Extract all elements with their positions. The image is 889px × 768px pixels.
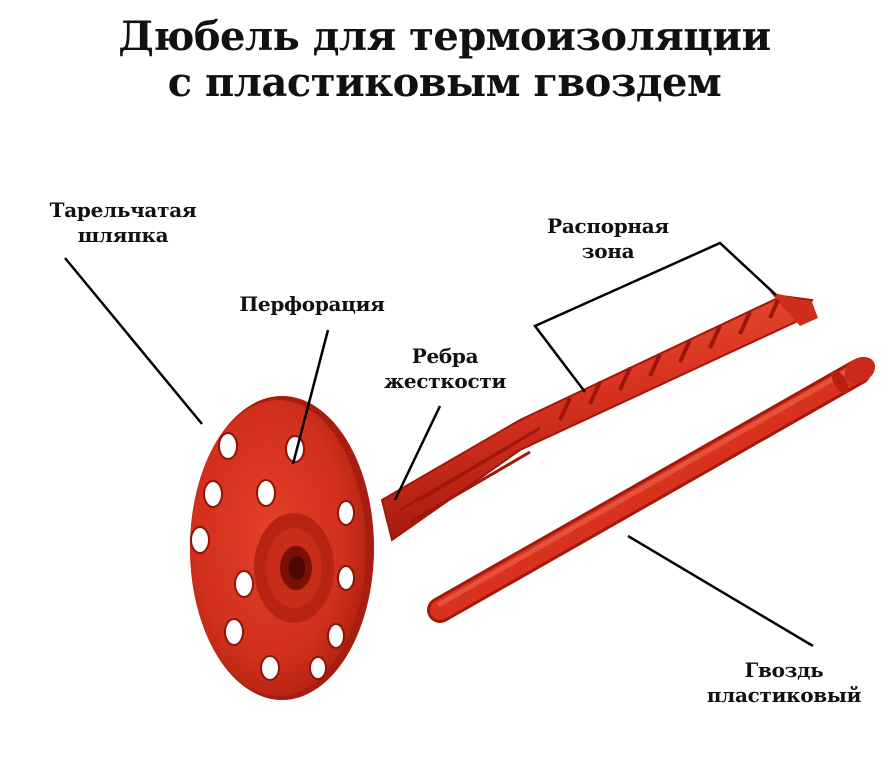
label-nail: Гвоздь пластиковый [694, 658, 874, 708]
plate-head [190, 396, 374, 700]
label-plate-head: Тарельчатая шляпка [38, 198, 208, 248]
label-perforation: Перфорация [222, 292, 402, 317]
dowel-shaft [382, 292, 818, 540]
leader-plate-head [65, 258, 202, 424]
label-ribs: Ребра жесткости [370, 344, 520, 394]
leader-lines [65, 243, 813, 646]
label-expansion-zone: Распорная зона [528, 214, 688, 264]
leader-nail [628, 536, 813, 646]
